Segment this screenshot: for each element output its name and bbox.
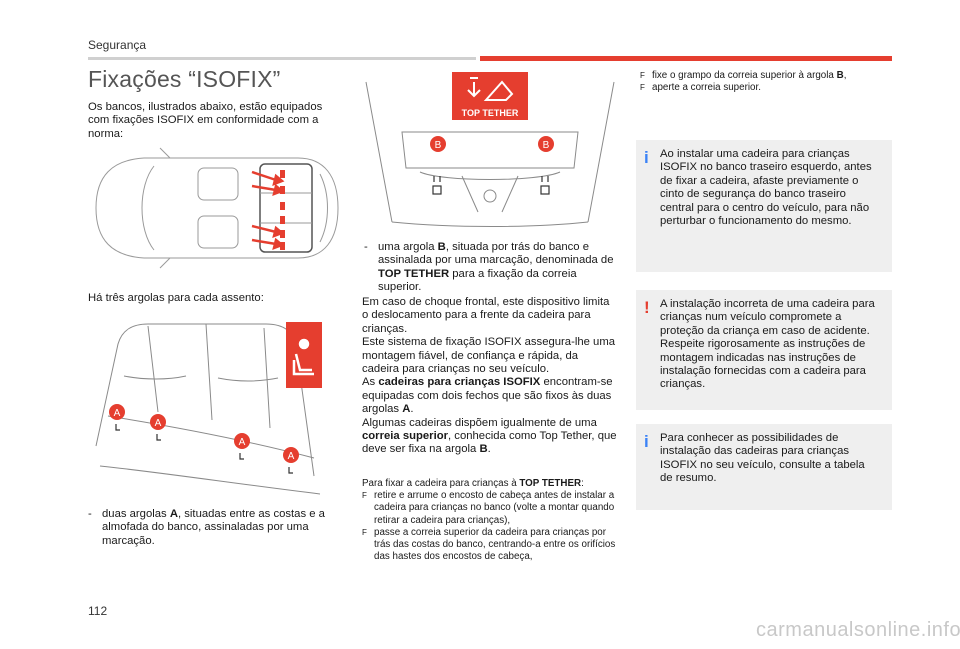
watermark: carmanualsonline.info [756,619,960,641]
rear-bench [259,163,313,253]
paragraph-frontal-crash: Em caso de choque frontal, este disposit… [362,296,610,335]
car-top-view-figure [88,146,344,270]
info-icon: i [644,148,649,167]
top-tether-figure: TOP TETHER B B [362,72,618,232]
rear-seat-anchors-figure: A A A A [88,316,324,496]
front-seat-left [197,167,239,201]
top-tether-badge-label: TOP TETHER [462,108,519,118]
page-number: 112 [88,604,108,618]
middle-paragraphs: Em caso de choque frontal, este disposit… [362,296,618,457]
section-label: Segurança [88,38,147,52]
header-divider [88,57,476,60]
three-anchors-text: Há três argolas para cada assento: [88,292,264,304]
car-windshield [141,165,155,251]
seat-backrest-outline [95,323,315,477]
warning-note-installation: ! A instalação incorreta de uma cadeira … [636,290,892,410]
anchor-a-label: A [288,451,295,462]
paragraph-top-strap: Algumas cadeiras dispõem igualmente de u… [362,416,617,456]
info-note-seatbelt: i Ao instalar uma cadeira para crianças … [636,140,892,272]
warning-icon: ! [644,298,650,317]
info-note-summary-table: i Para conhecer as possibilidades de ins… [636,424,892,510]
bullet-anchor-a: - duas argolas A, situadas entre as cost… [88,508,325,547]
paragraph-isofix-system: Este sistema de fixação ISOFIX assegura-… [362,336,616,376]
step-bullet-icon: F [640,83,645,93]
anchor-a-label: A [239,437,246,448]
anchor-a-label: A [114,408,121,419]
car-rear-window [319,173,328,243]
bullet-anchor-b: - uma argola B, situada por trás do banc… [364,241,614,294]
header-accent-bar [480,56,892,61]
tether-steps: Para fixar a cadeira para crianças à TOP… [362,478,618,563]
front-seat-right [197,215,239,249]
paragraph-isofix-seats: As cadeiras para crianças ISOFIX encontr… [362,376,613,416]
steps-intro: Para fixar a cadeira para crianças à TOP… [362,478,584,489]
isofix-symbol-badge [286,322,322,388]
step-bullet-icon: F [362,527,367,537]
car-body-outline [95,157,339,259]
intro-text: Os bancos, ilustrados abaixo, estão equi… [88,101,323,140]
step-bullet-icon: F [640,71,645,80]
anchor-a-markers: A A A A [109,404,299,463]
anchor-a-label: A [155,418,162,429]
anchor-b-label: B [435,140,442,151]
anchor-b-label: B [543,140,550,151]
step-bullet-icon: F [362,491,367,501]
info-icon: i [644,432,649,451]
page-title: Fixações “ISOFIX” [88,66,281,92]
